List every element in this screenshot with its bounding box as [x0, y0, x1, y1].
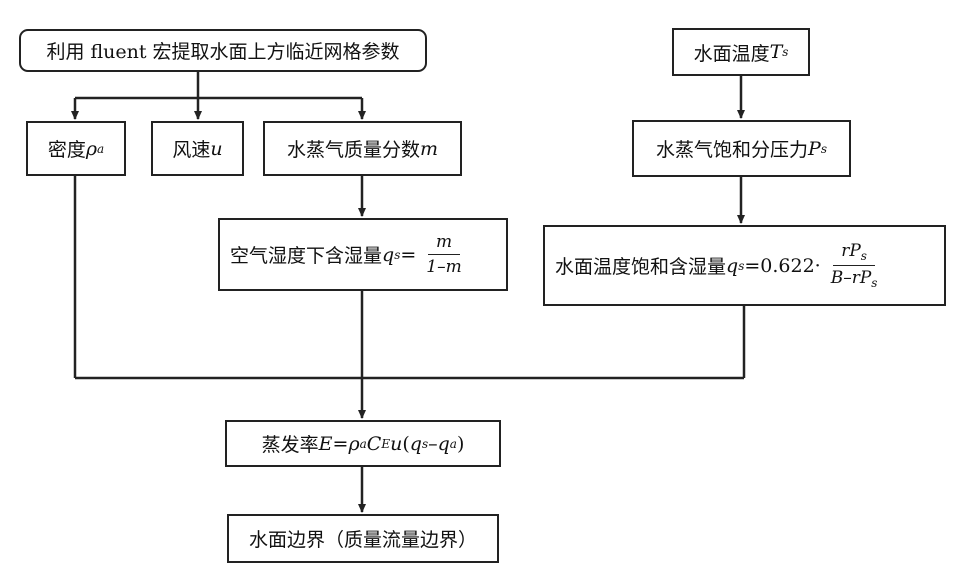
node-fluent-label: 利用 fluent 宏提取水面上方临近网格参数	[46, 41, 400, 63]
node-wind-speed: 风速 u	[151, 121, 244, 176]
node-boundary-label: 水面边界（质量流量边界）	[248, 529, 477, 551]
node-water-boundary: 水面边界（质量流量边界）	[227, 514, 499, 563]
node-water-temp-label: 水面温度	[693, 42, 770, 65]
air-humidity-fraction: m 1–m	[426, 232, 462, 277]
node-air-humidity-label: 空气湿度下含湿量	[230, 245, 383, 267]
node-fluent-extract: 利用 fluent 宏提取水面上方临近网格参数	[19, 29, 427, 72]
node-sat-humidity-label: 水面温度饱和含湿量	[555, 256, 727, 278]
node-sat-pressure-label: 水蒸气饱和分压力	[656, 139, 809, 161]
node-vapor-mass-fraction: 水蒸气质量分数 m	[263, 121, 462, 176]
node-density-label: 密度	[47, 139, 86, 161]
node-mass-fraction-label: 水蒸气质量分数	[286, 139, 420, 161]
node-evaporation-label: 蒸发率	[261, 434, 319, 456]
node-wind-label: 风速	[172, 139, 211, 161]
sat-humidity-fraction: rPs B–rPs	[830, 241, 878, 290]
